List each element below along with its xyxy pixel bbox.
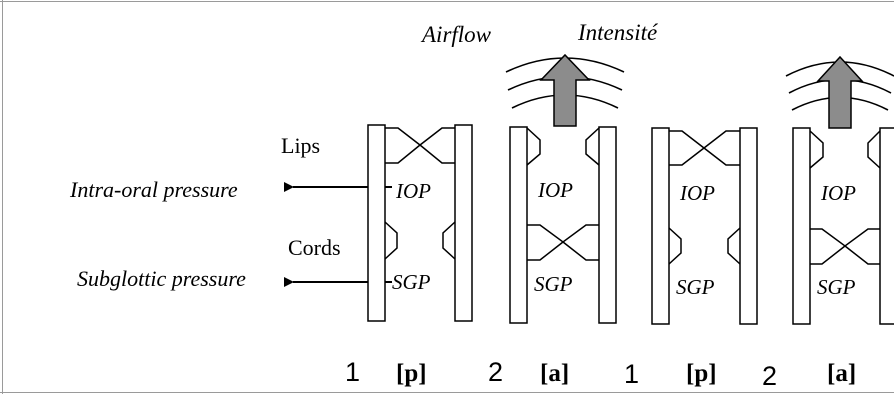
frame-top-border (0, 1, 894, 2)
panel-1-p: IOP SGP (367, 124, 473, 322)
panel-1-sgp-label: SGP (392, 270, 431, 294)
panel-3-right-wall (739, 127, 758, 325)
panel-2-lips-open (526, 127, 600, 166)
sequence-phone-p-2: [p] (686, 360, 717, 387)
panel-1-left-wall (367, 124, 386, 322)
panel-2-cords-closed (527, 224, 599, 261)
panel-4-left-wall (792, 127, 811, 325)
intra-oral-pressure-label: Intra-oral pressure (69, 177, 238, 202)
panel-3-cords-open (668, 227, 741, 265)
frame-bottom-border (0, 392, 894, 393)
panel-3-lips-closed (669, 130, 740, 166)
sequence-step-4: 2 (762, 361, 777, 391)
panel-1-lips-closed (385, 127, 455, 164)
panel-2-iop-label: IOP (537, 178, 573, 202)
panel-3-p: IOP SGP (651, 127, 758, 325)
sequence-step-3: 1 (624, 359, 639, 389)
panel-4-right-wall (879, 127, 894, 325)
cords-label: Cords (288, 235, 341, 260)
panel-1-right-wall (454, 124, 473, 322)
lips-label: Lips (281, 133, 320, 158)
frame-left-border (2, 0, 3, 394)
sequence-step-2: 2 (488, 357, 503, 387)
panel-2-right-wall (598, 126, 617, 324)
sequence-phone-p-1: [p] (396, 360, 427, 387)
panel-4-lips-open (809, 130, 881, 169)
sequence-phone-a-1: [a] (540, 360, 569, 387)
panel-4-a: IOP SGP (785, 55, 894, 325)
panel-3-left-wall (651, 127, 670, 325)
intensite-label: Intensité (577, 20, 659, 45)
panel-2-airflow-arrow (539, 53, 591, 127)
panel-4-iop-label: IOP (820, 181, 856, 205)
subglottic-pressure-label: Subglottic pressure (77, 266, 246, 291)
panel-2-a: IOP SGP (505, 53, 625, 324)
sequence-phone-a-2: [a] (827, 360, 856, 387)
panel-2-sgp-label: SGP (534, 272, 573, 296)
airflow-label: Airflow (420, 22, 492, 47)
panel-2-left-wall (509, 126, 528, 324)
panel-1-iop-label: IOP (395, 179, 431, 203)
panel-3-iop-label: IOP (679, 181, 715, 205)
panel-1-cords-open (384, 221, 456, 260)
sequence-step-1: 1 (345, 357, 360, 387)
panel-4-sgp-label: SGP (817, 275, 856, 299)
panel-4-airflow-arrow (816, 55, 864, 129)
panel-4-cords-closed (810, 228, 880, 265)
panel-3-sgp-label: SGP (676, 275, 715, 299)
